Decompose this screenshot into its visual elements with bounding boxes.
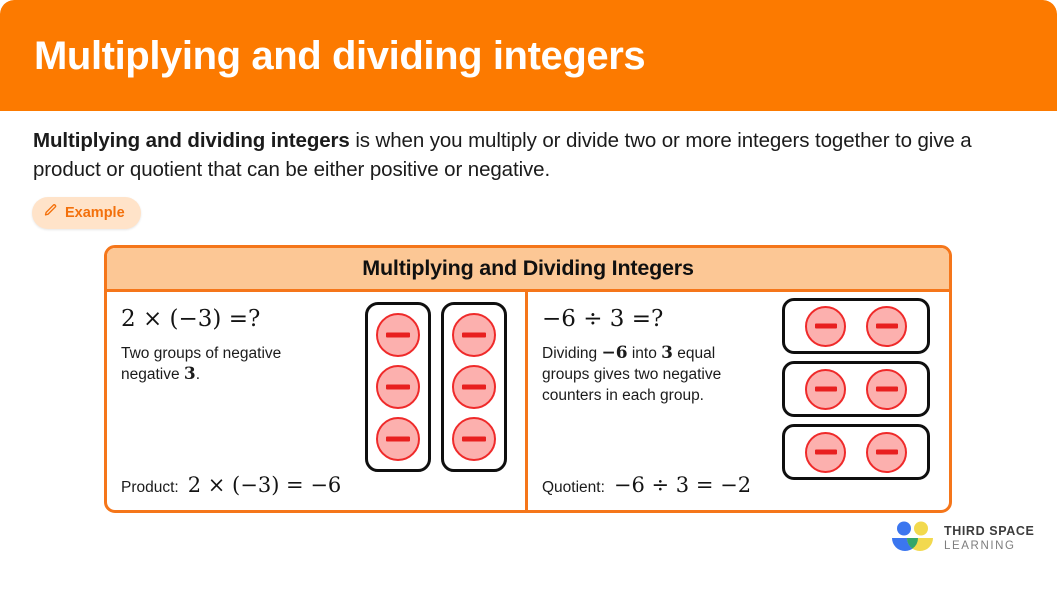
multiplication-desc-number: 3 — [183, 364, 196, 385]
counter-group — [441, 302, 507, 472]
negative-counter — [376, 313, 420, 357]
panel-multiplication: 2 × (−3) =? Two groups of negative negat… — [107, 292, 525, 510]
logo-wordmark: THIRD SPACE LEARNING — [944, 525, 1034, 552]
panel-multiplication-text: 2 × (−3) =? Two groups of negative negat… — [121, 306, 353, 385]
counter-group — [782, 424, 930, 480]
division-desc-line2: groups gives two negative — [542, 366, 722, 384]
logo-line-1: THIRD SPACE — [944, 524, 1035, 538]
intro-bold-lead: Multiplying and dividing integers — [33, 129, 350, 152]
example-badge[interactable]: Example — [32, 197, 141, 229]
counter-group — [782, 361, 930, 417]
multiplication-desc-line2-post: . — [195, 366, 201, 384]
example-badge-label: Example — [65, 205, 125, 221]
negative-counter — [376, 365, 420, 409]
division-desc-number-2: 3 — [661, 343, 673, 364]
division-result: Quotient: −6 ÷ 3 = −2 — [542, 473, 751, 497]
pencil-icon — [43, 203, 58, 223]
negative-counter — [866, 305, 907, 347]
division-desc-line1-pre: Dividing — [542, 345, 602, 363]
intro-rest: is when you multiply or divide two or mo… — [33, 129, 972, 181]
multiplication-equation: 2 × (−3) =? — [121, 306, 261, 332]
multiplication-description: Two groups of negative negative 3. — [121, 343, 353, 385]
multiplication-desc-line1: Two groups of negative — [121, 345, 282, 363]
example-card: Multiplying and Dividing Integers 2 × (−… — [104, 245, 952, 513]
multiplication-result-label: Product: — [121, 479, 179, 496]
counter-group — [365, 302, 431, 472]
negative-counter — [376, 417, 420, 461]
division-desc-number-1: −6 — [601, 343, 628, 364]
counter-group — [782, 298, 930, 354]
negative-counter — [452, 313, 496, 357]
negative-counter — [805, 368, 846, 410]
division-equation: −6 ÷ 3 =? — [542, 306, 664, 332]
negative-counter — [866, 368, 907, 410]
intro-paragraph: Multiplying and dividing integers is whe… — [33, 126, 1008, 184]
example-card-header: Multiplying and Dividing Integers — [107, 248, 949, 292]
division-desc-line3: counters in each group. — [542, 387, 704, 405]
division-description: Dividing −6 into 3 equal groups gives tw… — [542, 343, 774, 406]
panel-division-text: −6 ÷ 3 =? Dividing −6 into 3 equal group… — [542, 306, 774, 406]
division-result-equation: −6 ÷ 3 = −2 — [613, 473, 752, 497]
division-desc-line1-mid: into — [627, 345, 662, 363]
third-space-learning-logo: THIRD SPACE LEARNING — [889, 520, 1034, 557]
division-result-label: Quotient: — [542, 479, 605, 496]
multiplication-result-equation: 2 × (−3) = −6 — [187, 473, 342, 497]
negative-counter — [805, 305, 846, 347]
logo-line-2: LEARNING — [944, 539, 1016, 552]
panel-division: −6 ÷ 3 =? Dividing −6 into 3 equal group… — [525, 292, 949, 510]
page-header: Multiplying and dividing integers — [0, 0, 1057, 111]
example-card-title: Multiplying and Dividing Integers — [362, 256, 694, 280]
multiplication-desc-line2-pre: negative — [121, 366, 184, 384]
negative-counter — [452, 417, 496, 461]
multiplication-counter-groups — [365, 302, 507, 472]
negative-counter — [452, 365, 496, 409]
page-title: Multiplying and dividing integers — [34, 33, 646, 78]
negative-counter — [805, 431, 846, 473]
third-space-logo-icon — [889, 520, 935, 557]
multiplication-result: Product: 2 × (−3) = −6 — [121, 473, 341, 497]
negative-counter — [866, 431, 907, 473]
example-card-body: 2 × (−3) =? Two groups of negative negat… — [107, 292, 949, 510]
division-counter-groups — [782, 298, 930, 480]
division-desc-line1-post: equal — [672, 345, 716, 363]
